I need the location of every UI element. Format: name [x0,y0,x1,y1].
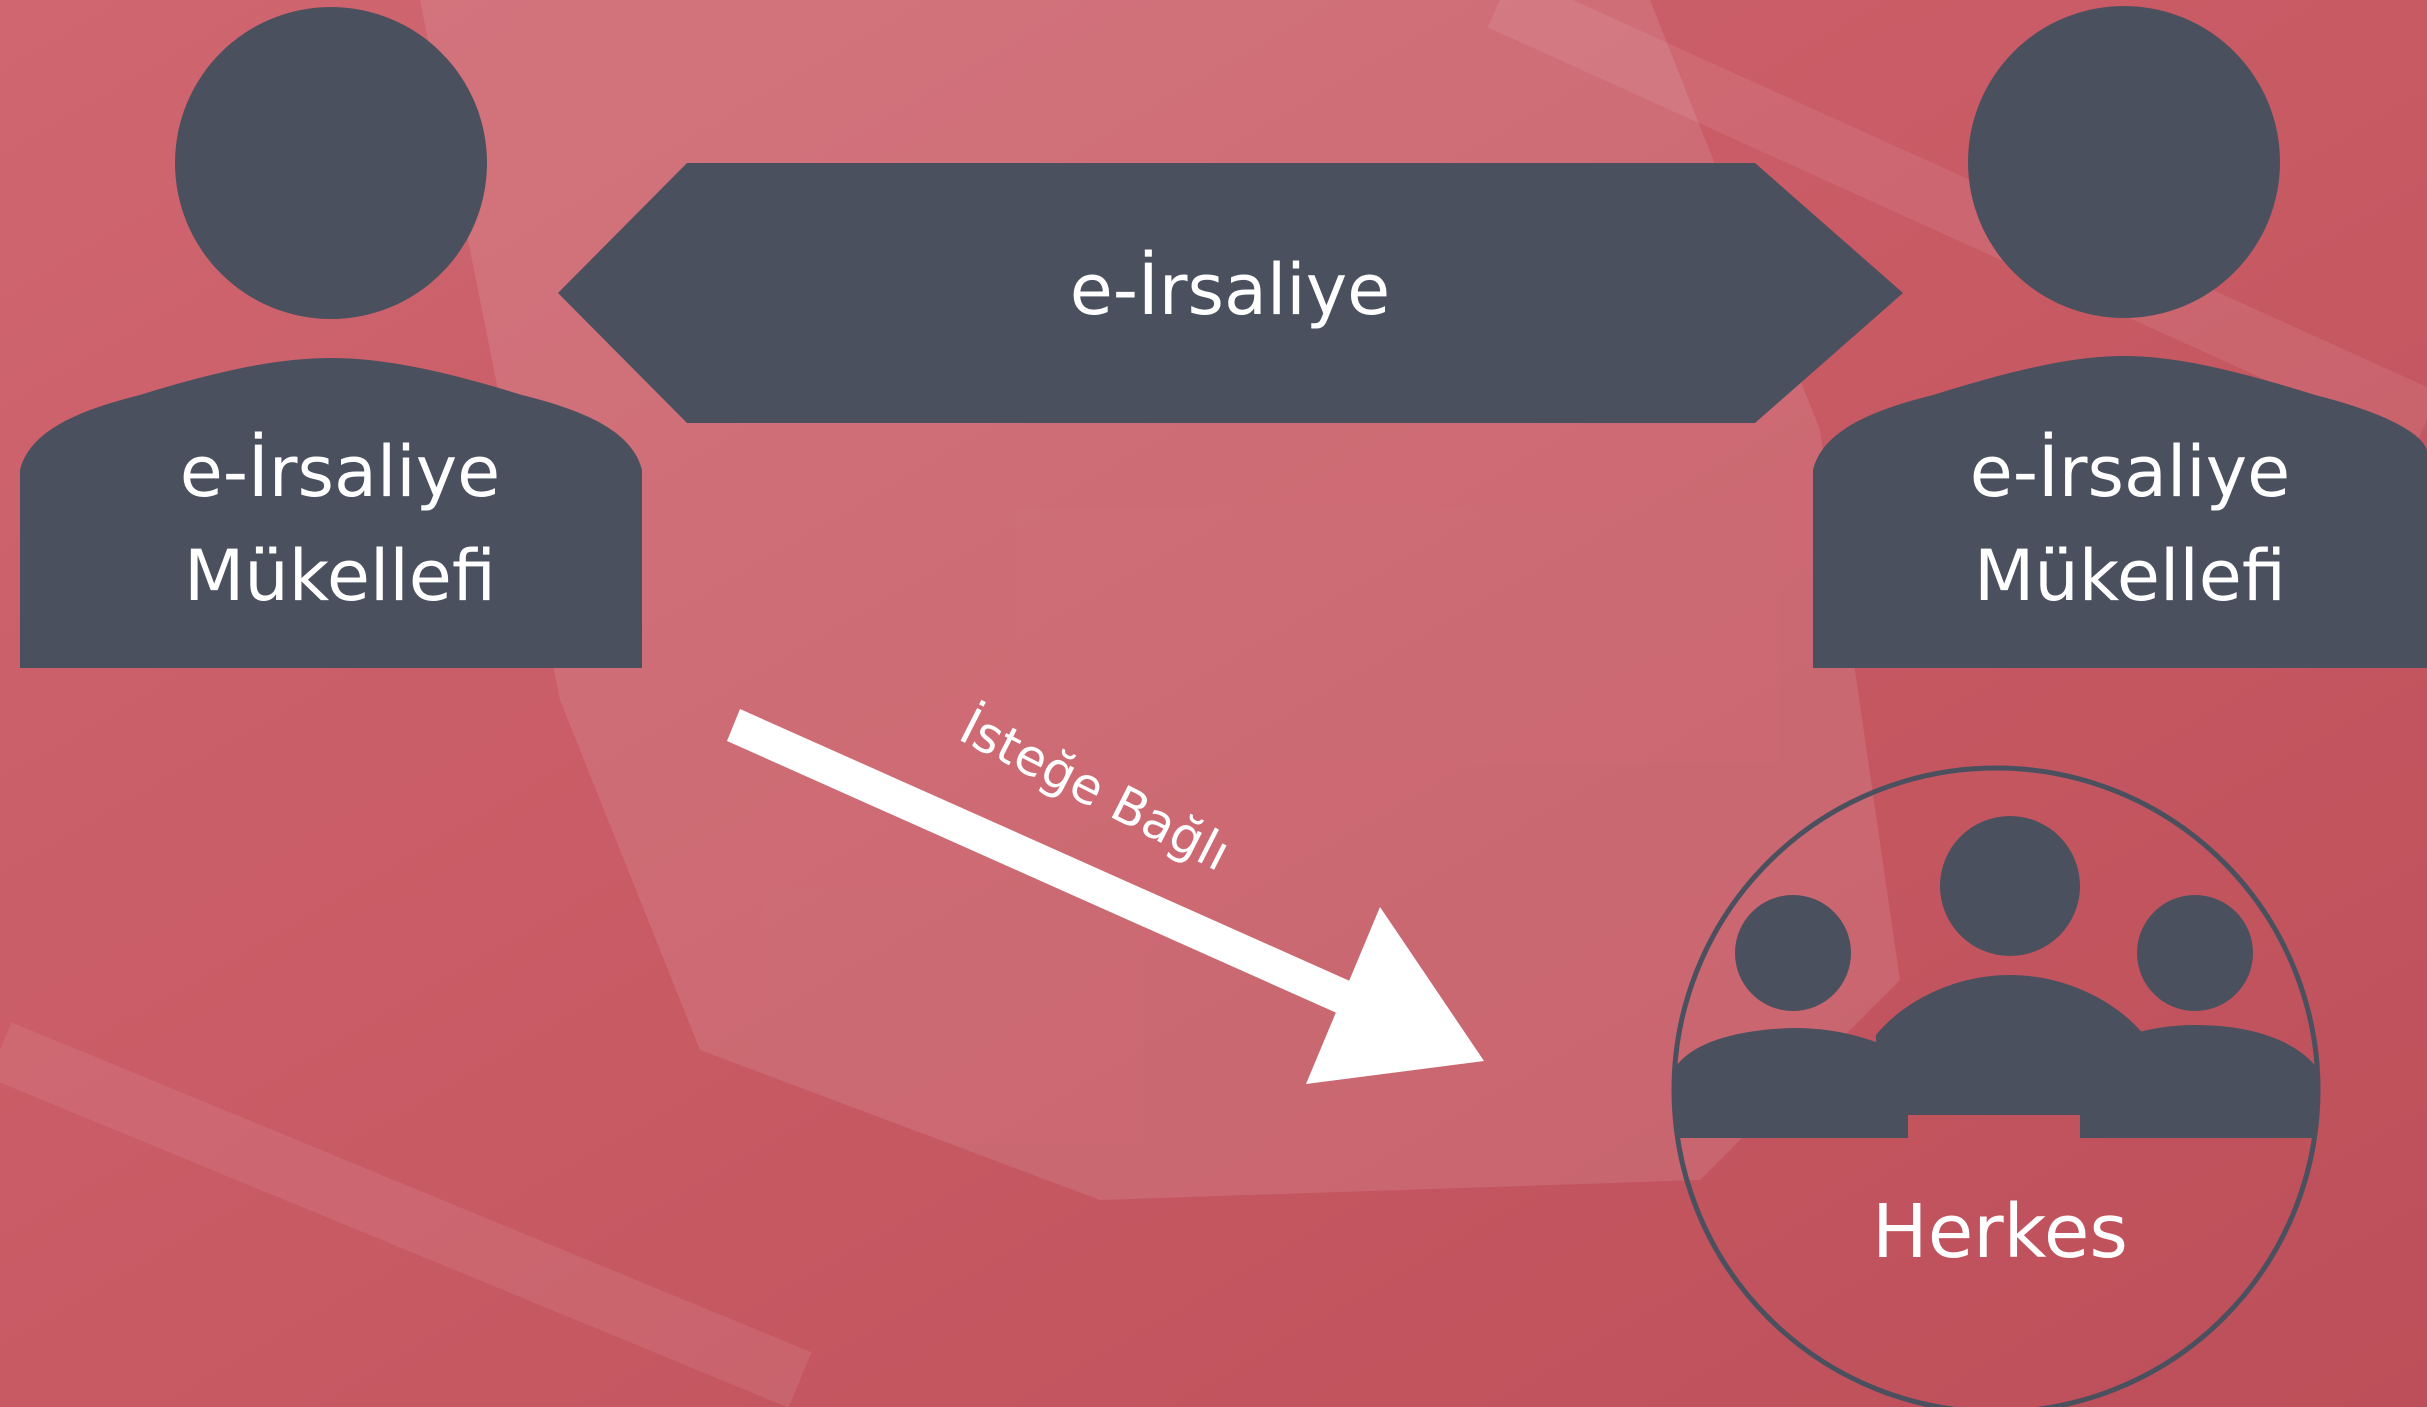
left-party-label: e-İrsaliye Mükellefi [30,420,650,628]
right-party-label: e-İrsaliye Mükellefi [1820,420,2427,628]
everyone-group-label: Herkes [1700,1195,2300,1269]
right-party-line1: e-İrsaliye [1820,420,2427,524]
center-flow-label: e-İrsaliye [560,245,1900,335]
left-party-line2: Mükellefi [30,524,650,628]
left-party-line1: e-İrsaliye [30,420,650,524]
right-party-line2: Mükellefi [1820,524,2427,628]
